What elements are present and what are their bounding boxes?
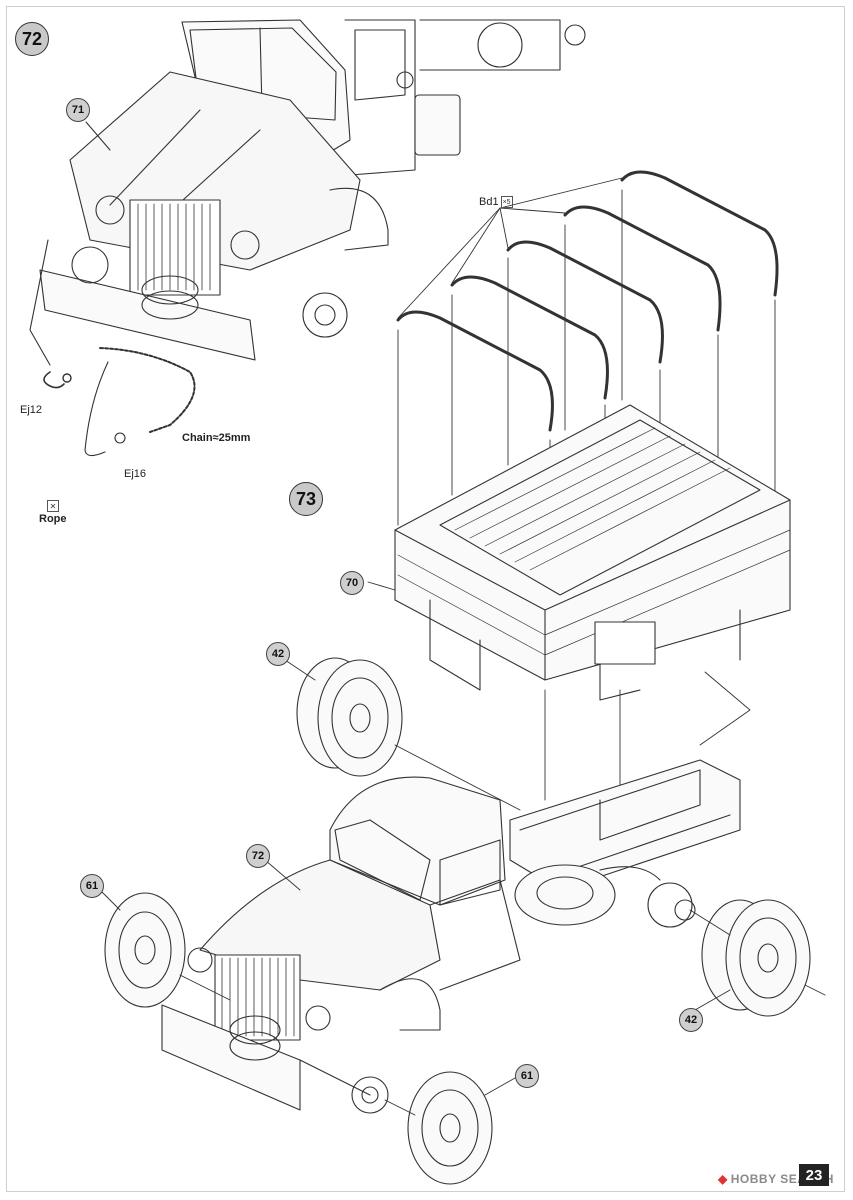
step-number-73: 73 [289, 482, 323, 516]
part-badge-42-top: 42 [266, 642, 290, 666]
label-ej16: Ej16 [124, 468, 147, 480]
label-ej12: Ej12 [20, 404, 43, 416]
label-chain-length: Chain≈25mm [182, 432, 251, 444]
part-badge-42-right: 42 [679, 1008, 703, 1032]
page-number: 23 [799, 1164, 829, 1186]
truck-front-top-drawing [39, 19, 586, 361]
page-frame [6, 6, 845, 1192]
step-number-72: 72 [15, 22, 49, 56]
truck-full-drawing [161, 759, 741, 1114]
part-badge-71: 71 [66, 98, 90, 122]
part-badge-70: 70 [340, 571, 364, 595]
hobby-search-logo-icon: ◆ [718, 1172, 728, 1186]
part-badge-72: 72 [246, 844, 270, 868]
cargo-bed-drawing [394, 170, 791, 701]
rope-material-icon: ✕ [47, 500, 59, 512]
part-badge-61-left: 61 [80, 874, 104, 898]
wheels-drawing [104, 657, 826, 1185]
label-rope: Rope [39, 513, 67, 525]
quantity-icon: ×5 [500, 196, 513, 209]
label-bd1-part: Bd1 [479, 196, 499, 208]
label-bd1: Bd1×5 [479, 196, 513, 209]
part-badge-61-bottom: 61 [515, 1064, 539, 1088]
